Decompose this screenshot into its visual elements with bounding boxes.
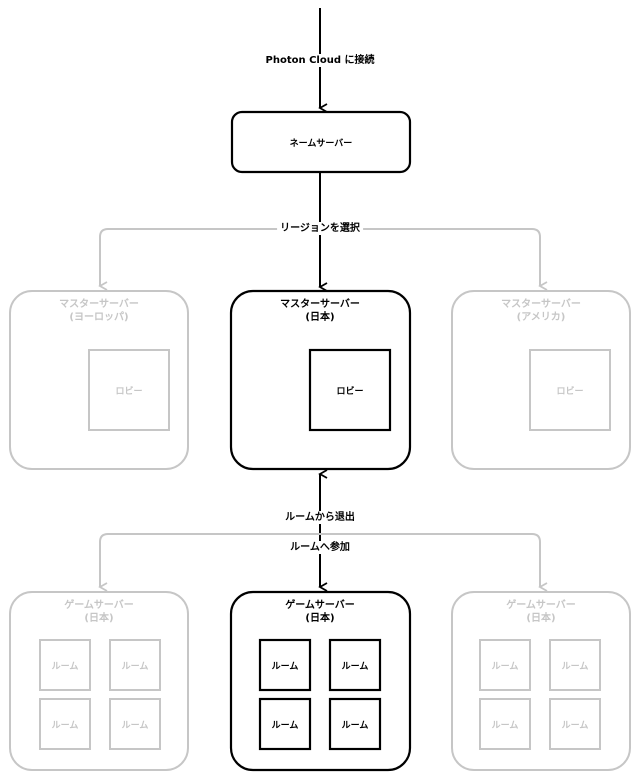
edge-room-right xyxy=(320,533,548,592)
edge-label-leave-room: ルームから退出 xyxy=(282,511,358,524)
master-server-title: マスターサーバー xyxy=(280,299,360,310)
room-box xyxy=(328,697,382,751)
master-server-europe-title: マスターサーバー (ヨーロッパ) xyxy=(59,298,139,324)
game-server-region: (日本) xyxy=(526,613,556,624)
room-box xyxy=(39,698,91,750)
name-server-box xyxy=(230,110,412,174)
room-label: ルーム xyxy=(561,661,589,672)
game-server-region: (日本) xyxy=(305,613,335,624)
room-box xyxy=(109,639,161,691)
master-server-region: (アメリカ) xyxy=(516,312,566,323)
edge-label-connect: Photon Cloud に接続 xyxy=(262,54,378,67)
room-box xyxy=(258,638,312,692)
game-server-title: ゲームサーバー xyxy=(64,600,134,611)
room-label: ルーム xyxy=(121,720,149,731)
room-box xyxy=(39,639,91,691)
game-server-region: (日本) xyxy=(84,613,114,624)
lobby-japan-box xyxy=(308,348,392,432)
game-server-center-title: ゲームサーバー (日本) xyxy=(285,599,355,625)
room-label: ルーム xyxy=(271,720,299,731)
game-server-title: ゲームサーバー xyxy=(285,600,355,611)
edge-label-join-room: ルームへ参加 xyxy=(287,541,353,554)
room-box xyxy=(549,698,601,750)
edge-room-left xyxy=(98,533,320,592)
lobby-america-box xyxy=(529,349,611,431)
room-box xyxy=(479,639,531,691)
room-label: ルーム xyxy=(51,720,79,731)
master-server-region: (ヨーロッパ) xyxy=(69,312,129,323)
room-label: ルーム xyxy=(121,661,149,672)
room-box xyxy=(479,698,531,750)
master-server-title: マスターサーバー xyxy=(59,299,139,310)
room-label: ルーム xyxy=(491,661,519,672)
master-server-japan-title: マスターサーバー (日本) xyxy=(280,298,360,324)
room-label: ルーム xyxy=(491,720,519,731)
room-label: ルーム xyxy=(341,661,369,672)
edge-region-europe xyxy=(98,228,320,291)
master-server-title: マスターサーバー xyxy=(501,299,581,310)
game-server-right-title: ゲームサーバー (日本) xyxy=(506,599,576,625)
edge-region-america xyxy=(320,228,548,291)
name-server-label: ネームサーバー xyxy=(289,138,353,149)
room-label: ルーム xyxy=(271,661,299,672)
master-server-region: (日本) xyxy=(305,312,335,323)
room-box xyxy=(109,698,161,750)
game-server-title: ゲームサーバー xyxy=(506,600,576,611)
room-label: ルーム xyxy=(561,720,589,731)
master-server-america-title: マスターサーバー (アメリカ) xyxy=(501,298,581,324)
room-label: ルーム xyxy=(51,661,79,672)
room-box xyxy=(258,697,312,751)
lobby-europe-label: ロビー xyxy=(115,386,143,397)
lobby-america-label: ロビー xyxy=(556,386,584,397)
room-label: ルーム xyxy=(341,720,369,731)
edge-label-select-region: リージョンを選択 xyxy=(277,222,363,235)
room-box xyxy=(549,639,601,691)
lobby-japan-label: ロビー xyxy=(336,386,364,397)
room-box xyxy=(328,638,382,692)
game-server-left-title: ゲームサーバー (日本) xyxy=(64,599,134,625)
lobby-europe-box xyxy=(88,349,170,431)
